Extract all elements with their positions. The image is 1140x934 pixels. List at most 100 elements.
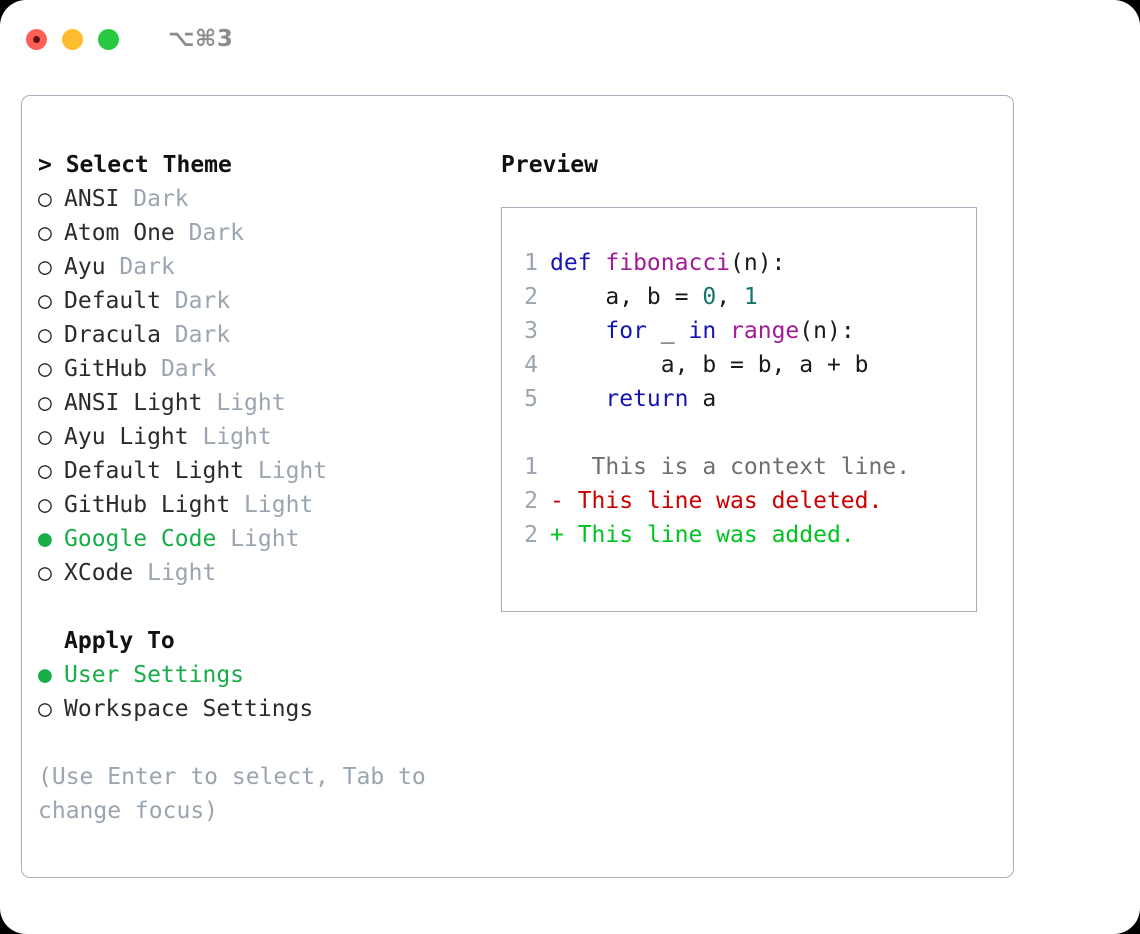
- code-line: 3 for _ in range(n):: [512, 314, 976, 348]
- code-line-number: 2: [524, 284, 538, 310]
- code-token: a, b =: [550, 284, 703, 310]
- theme-kind-badge: Light: [257, 458, 328, 484]
- apply-to-option-label: Workspace Settings: [64, 696, 314, 722]
- theme-kind-badge: Dark: [160, 356, 217, 382]
- theme-kind-separator: [175, 220, 189, 246]
- radio-unselected-icon: ○: [38, 492, 52, 518]
- radio-unselected-icon: ○: [38, 560, 52, 586]
- theme-kind-badge: Dark: [188, 220, 245, 246]
- code-token: def: [550, 250, 606, 276]
- theme-kind-separator: [119, 186, 133, 212]
- maximize-window-icon[interactable]: [98, 28, 119, 50]
- code-token: [550, 386, 605, 412]
- theme-kind-badge: Light: [147, 560, 217, 586]
- theme-option-label: ANSI: [64, 186, 120, 212]
- theme-option-ansi-light[interactable]: ○ANSI Light Light: [38, 386, 488, 420]
- theme-kind-badge: Dark: [174, 288, 231, 314]
- select-theme-header: > Select Theme: [38, 152, 232, 178]
- code-line-number: 4: [524, 352, 538, 378]
- theme-option-xcode[interactable]: ○ XCode Light: [38, 556, 488, 590]
- theme-option-label: Default Light: [64, 458, 245, 484]
- theme-option-github-light[interactable]: ○ GitHub Light Light: [38, 488, 488, 522]
- theme-kind-badge: Light: [202, 424, 272, 450]
- code-token: (n):: [730, 250, 786, 276]
- theme-option-github[interactable]: ○GitHub Dark: [38, 352, 488, 386]
- theme-kind-separator: [216, 526, 230, 552]
- theme-option-google-code[interactable]: ●Google Code Light: [38, 522, 488, 556]
- theme-option-label: Dracula: [64, 322, 161, 348]
- diff-marker: [550, 454, 564, 480]
- theme-kind-badge: Light: [244, 492, 314, 518]
- theme-option-label: GitHub Light: [64, 492, 231, 518]
- code-token: a: [688, 386, 717, 412]
- theme-option-default[interactable]: ○ Default Dark: [38, 284, 488, 318]
- diff-line-del: 2- This line was deleted.: [512, 484, 976, 518]
- theme-kind-separator: [202, 390, 216, 416]
- radio-unselected-icon: ○: [38, 186, 52, 212]
- code-token: fibonacci: [605, 250, 731, 276]
- theme-option-label: Ayu: [64, 254, 106, 280]
- code-token: [716, 318, 730, 344]
- diff-text: This is a context line.: [563, 454, 911, 480]
- diff-text: This line was deleted.: [563, 488, 883, 514]
- code-diff-spacer: [512, 416, 976, 450]
- theme-kind-badge: Dark: [119, 254, 175, 280]
- theme-kind-separator: [244, 458, 258, 484]
- theme-option-label: GitHub: [64, 356, 148, 382]
- diff-line-number: 2: [524, 522, 538, 548]
- theme-option-label: Atom One: [64, 220, 175, 246]
- diff-marker: -: [550, 488, 564, 514]
- code-token: [550, 318, 605, 344]
- theme-option-ayu-light[interactable]: ○ Ayu Light Light: [38, 420, 488, 454]
- code-token: (n):: [799, 318, 855, 344]
- apply-to-option-label: User Settings: [64, 662, 245, 688]
- code-token: 0: [702, 284, 717, 310]
- diff-line-number: 2: [524, 488, 538, 514]
- theme-kind-badge: Light: [216, 390, 286, 416]
- code-line: 5 return a: [512, 382, 976, 416]
- code-line-number: 5: [524, 386, 538, 412]
- code-token: 1: [743, 284, 758, 310]
- theme-option-ansi[interactable]: ○ ANSI Dark: [38, 182, 488, 216]
- theme-kind-separator: [230, 492, 244, 518]
- radio-unselected-icon: ○: [38, 424, 52, 450]
- diff-line-ctx: 1 This is a context line.: [512, 450, 976, 484]
- code-line: 2 a, b = 0, 1: [512, 280, 976, 314]
- radio-unselected-icon: ○: [38, 220, 52, 246]
- theme-option-label: Google Code: [64, 526, 217, 552]
- theme-kind-separator: [161, 288, 175, 314]
- code-line-number: 1: [524, 250, 538, 276]
- code-line-number: 3: [524, 318, 538, 344]
- apply-to-option-workspace-settings[interactable]: ○Workspace Settings: [38, 692, 488, 726]
- theme-kind-separator: [106, 254, 120, 280]
- code-token: return: [605, 386, 689, 412]
- theme-kind-badge: Dark: [133, 186, 189, 212]
- code-line: 4 a, b = b, a + b: [512, 348, 976, 382]
- theme-option-ayu[interactable]: ○Ayu Dark: [38, 250, 488, 284]
- theme-option-list: ○ANSI Dark○Atom One Dark○Ayu Dark○Defaul…: [38, 182, 488, 590]
- theme-selection-column: > Select Theme ○ANSI Dark○Atom One Dark○…: [38, 148, 488, 828]
- theme-option-atom-one[interactable]: ○ Atom One Dark: [38, 216, 488, 250]
- window-controls: [26, 28, 119, 50]
- code-token: for: [605, 318, 647, 344]
- minimize-window-icon[interactable]: [62, 28, 83, 50]
- close-window-icon[interactable]: [26, 28, 47, 50]
- theme-option-label: ANSI Light: [64, 390, 203, 416]
- theme-option-default-light[interactable]: ○ Default Light Light: [38, 454, 488, 488]
- theme-option-label: Ayu Light: [64, 424, 189, 450]
- apply-to-option-user-settings[interactable]: ●User Settings: [38, 658, 488, 692]
- radio-unselected-icon: ○: [38, 458, 52, 484]
- diff-marker: +: [550, 522, 564, 548]
- title-bar: ⌥⌘3: [0, 0, 1140, 78]
- theme-option-dracula[interactable]: ○Dracula Dark: [38, 318, 488, 352]
- theme-option-label: XCode: [64, 560, 134, 586]
- theme-kind-separator: [161, 322, 175, 348]
- radio-unselected-icon: ○: [38, 288, 52, 314]
- theme-option-label: Default: [64, 288, 161, 314]
- section-spacer: [38, 590, 488, 624]
- theme-kind-badge: Light: [230, 526, 300, 552]
